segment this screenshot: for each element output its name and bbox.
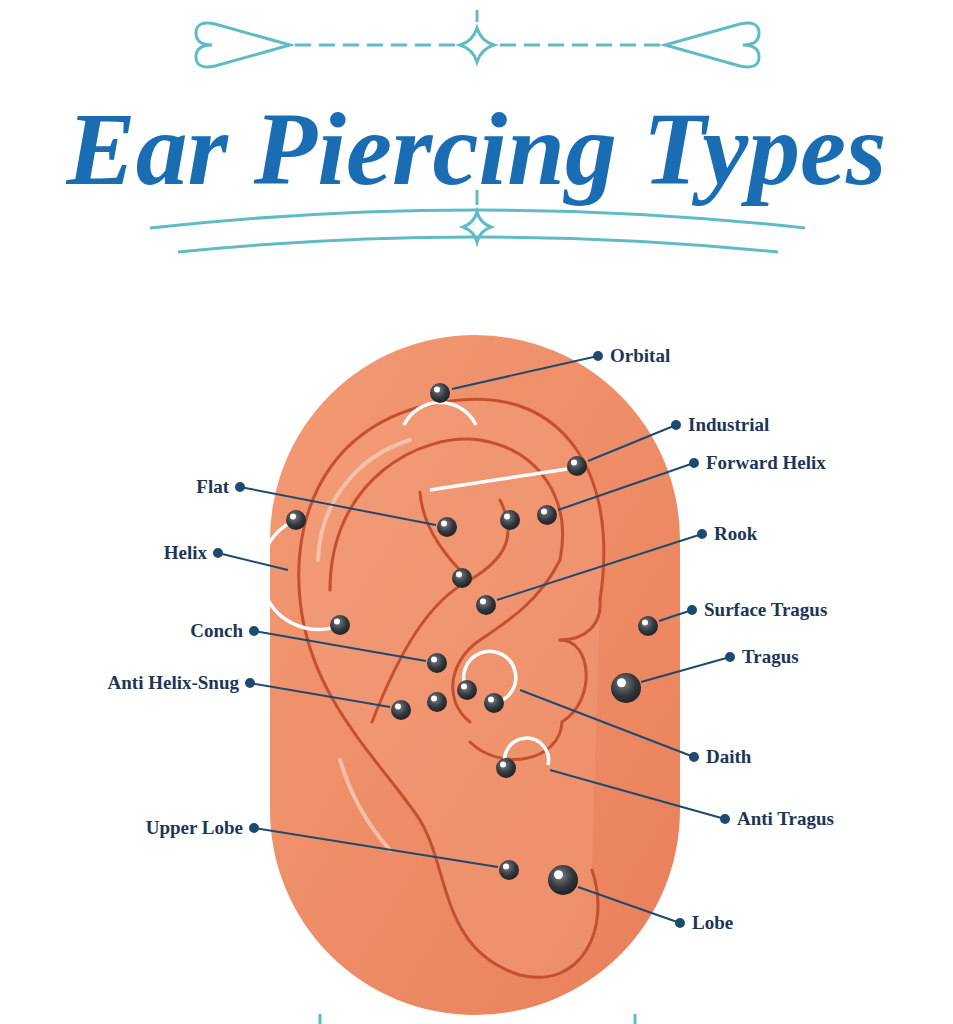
part-label: Flat (196, 477, 229, 498)
leader-lines (214, 352, 734, 927)
ear-outline (299, 399, 604, 977)
part-label: Lobe (692, 913, 733, 934)
part-label: Daith (706, 747, 751, 768)
part-label: Surface Tragus (704, 600, 827, 621)
piercing-balls (286, 383, 658, 895)
part-label: Industrial (688, 415, 769, 436)
title: Ear Piercing Types (67, 98, 887, 202)
part-label: Helix (164, 543, 207, 564)
part-label: Anti Tragus (737, 809, 834, 830)
part-label: Orbital (610, 346, 670, 367)
part-label: Upper Lobe (146, 818, 243, 839)
part-label: Conch (190, 621, 243, 642)
piercing-rings (261, 402, 567, 768)
part-label: Rook (714, 524, 757, 545)
part-label: Anti Helix-Snug (108, 673, 239, 694)
part-label: Tragus (742, 647, 799, 668)
part-label: Forward Helix (706, 453, 826, 474)
ear-background (270, 335, 680, 1015)
